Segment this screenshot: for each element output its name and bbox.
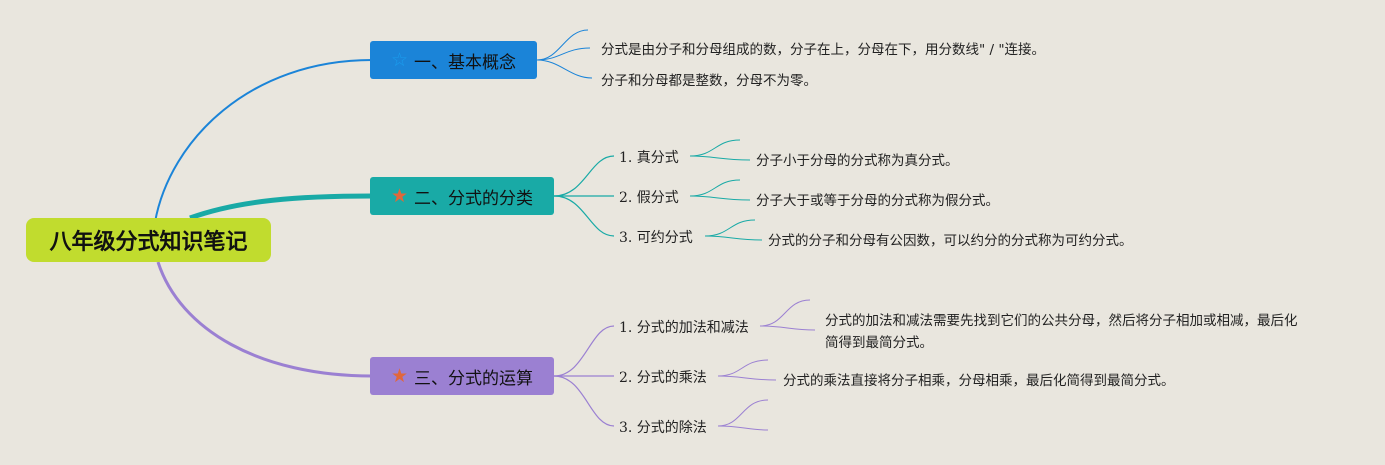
star-outline-icon: ☆ bbox=[390, 48, 409, 71]
branch-label: 二、分式的分类 bbox=[414, 188, 534, 209]
star-solid-icon: ★ bbox=[390, 184, 409, 207]
sub-multiplication[interactable]: 2. 分式的乘法 bbox=[619, 370, 707, 386]
note-line: 分式的加法和减法需要先找到它们的公共分母，然后将分子相加或相减，最后化 bbox=[825, 313, 1298, 329]
sub-reducible-fraction[interactable]: 3. 可约分式 bbox=[619, 230, 693, 246]
sub-improper-fraction[interactable]: 2. 假分式 bbox=[619, 190, 679, 206]
sub-addition-subtraction[interactable]: 1. 分式的加法和减法 bbox=[619, 320, 749, 336]
note-definition[interactable]: 分式是由分子和分母组成的数，分子在上，分母在下，用分数线" / "连接。 bbox=[601, 42, 1046, 58]
note-multiplication[interactable]: 分式的乘法直接将分子相乘，分母相乘，最后化简得到最简分式。 bbox=[783, 373, 1175, 389]
root-topic[interactable]: 八年级分式知识笔记 bbox=[26, 218, 271, 262]
branch-label: 三、分式的运算 bbox=[414, 368, 534, 389]
note-proper-fraction[interactable]: 分子小于分母的分式称为真分式。 bbox=[756, 153, 959, 169]
note-line: 简得到最简分式。 bbox=[825, 334, 933, 351]
note-reducible-fraction[interactable]: 分式的分子和分母有公因数，可以约分的分式称为可约分式。 bbox=[768, 233, 1133, 249]
branch-classification[interactable]: ★ 二、分式的分类 bbox=[370, 177, 554, 215]
note-improper-fraction[interactable]: 分子大于或等于分母的分式称为假分式。 bbox=[756, 193, 999, 209]
note-integers[interactable]: 分子和分母都是整数，分母不为零。 bbox=[601, 73, 817, 89]
branch-operations[interactable]: ★ 三、分式的运算 bbox=[370, 357, 554, 395]
sub-division[interactable]: 3. 分式的除法 bbox=[619, 420, 707, 436]
branch-label: 一、基本概念 bbox=[414, 52, 517, 73]
branch-basic-concepts[interactable]: ☆ 一、基本概念 bbox=[370, 41, 537, 79]
star-solid-icon: ★ bbox=[390, 364, 409, 387]
note-addition-subtraction[interactable]: 分式的加法和减法需要先找到它们的公共分母，然后将分子相加或相减，最后化 简得到最… bbox=[825, 311, 1298, 354]
sub-proper-fraction[interactable]: 1. 真分式 bbox=[619, 150, 679, 166]
